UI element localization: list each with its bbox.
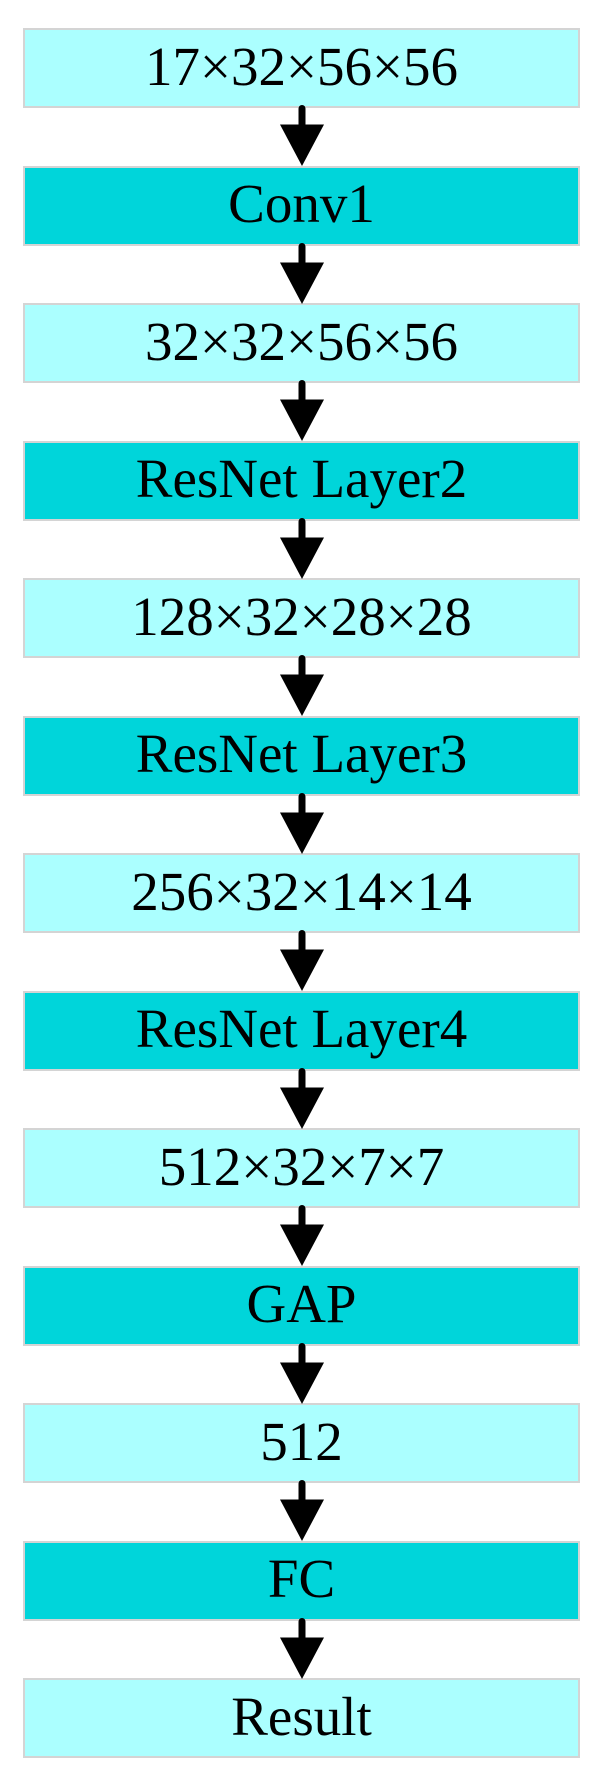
flowchart-node-data-12: Result bbox=[23, 1678, 580, 1758]
node-label: GAP bbox=[246, 1273, 357, 1334]
node-label: 512×32×7×7 bbox=[158, 1135, 445, 1197]
down-arrow-icon bbox=[23, 1342, 580, 1404]
down-arrow-icon bbox=[23, 105, 580, 166]
down-arrow-icon bbox=[23, 655, 580, 716]
node-label: 17×32×56×56 bbox=[144, 35, 459, 97]
down-arrow-icon bbox=[23, 792, 580, 854]
flowchart-node-layer-11: FC bbox=[23, 1540, 580, 1621]
flowchart-node-data-2: 32×32×56×56 bbox=[23, 303, 580, 383]
down-arrow-icon bbox=[23, 1480, 580, 1541]
flowchart-node-layer-5: ResNet Layer3 bbox=[23, 715, 580, 796]
node-label: ResNet Layer4 bbox=[135, 998, 468, 1059]
node-label: 512 bbox=[260, 1410, 343, 1472]
down-arrow-icon bbox=[23, 1617, 580, 1679]
flowchart-node-data-6: 256×32×14×14 bbox=[23, 853, 580, 933]
flowchart-node-data-4: 128×32×28×28 bbox=[23, 578, 580, 658]
flowchart-node-data-10: 512 bbox=[23, 1403, 580, 1483]
node-label: ResNet Layer2 bbox=[135, 448, 468, 509]
down-arrow-icon bbox=[23, 242, 580, 304]
node-label: 32×32×56×56 bbox=[144, 310, 459, 372]
node-label: FC bbox=[267, 1548, 336, 1609]
node-label: Result bbox=[231, 1685, 372, 1747]
down-arrow-icon bbox=[23, 517, 580, 579]
flowchart-node-data-8: 512×32×7×7 bbox=[23, 1128, 580, 1208]
flowchart-node-layer-3: ResNet Layer2 bbox=[23, 440, 580, 521]
node-label: Conv1 bbox=[228, 173, 375, 234]
down-arrow-icon bbox=[23, 380, 580, 441]
flowchart-node-layer-1: Conv1 bbox=[23, 165, 580, 246]
flowchart-node-layer-9: GAP bbox=[23, 1265, 580, 1346]
flowchart-node-data-0: 17×32×56×56 bbox=[23, 28, 580, 108]
node-label: ResNet Layer3 bbox=[135, 723, 468, 784]
node-label: 128×32×28×28 bbox=[131, 585, 472, 647]
down-arrow-icon bbox=[23, 1205, 580, 1266]
node-label: 256×32×14×14 bbox=[131, 860, 472, 922]
flowchart-node-layer-7: ResNet Layer4 bbox=[23, 990, 580, 1071]
down-arrow-icon bbox=[23, 1067, 580, 1129]
down-arrow-icon bbox=[23, 930, 580, 991]
